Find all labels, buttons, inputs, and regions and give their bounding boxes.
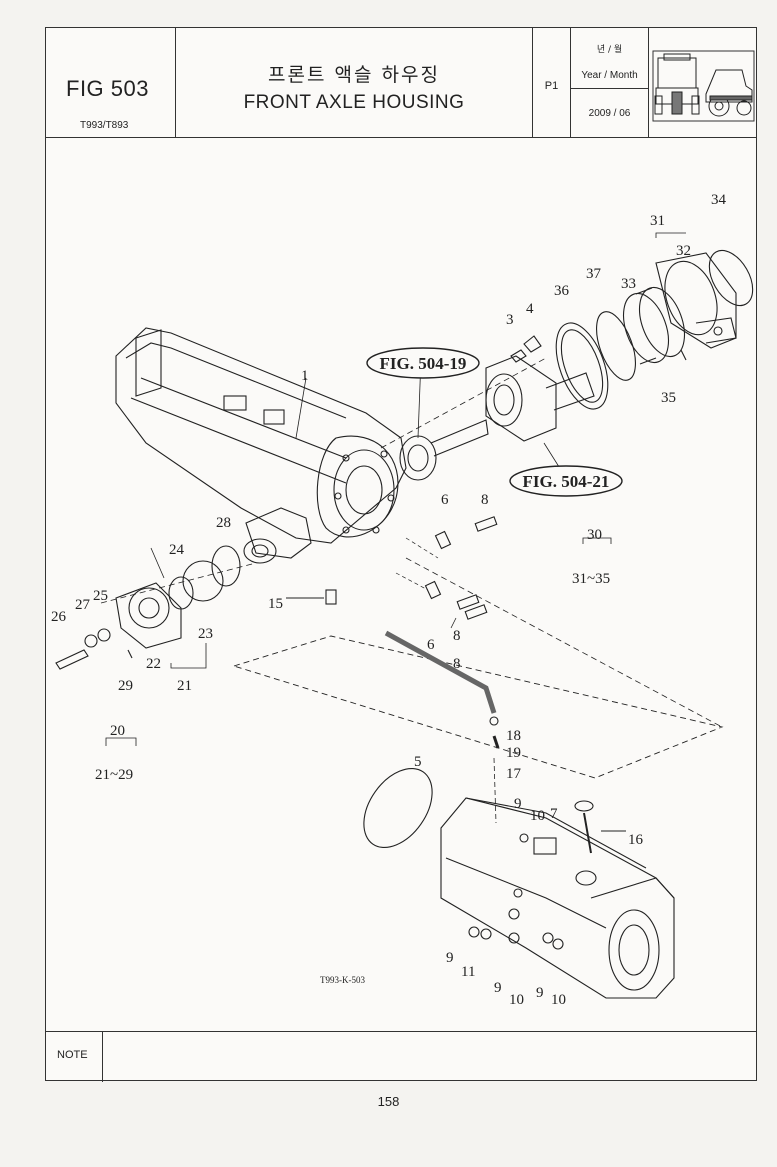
page-number: 158 [377,1094,400,1109]
part-label-29: 29 [118,678,133,694]
part-label-23: 23 [198,626,213,642]
part-label-3: 3 [506,312,514,328]
part-label-8b: 8 [453,628,461,644]
group-range-30: 31~35 [572,571,610,587]
o-ring-28 [211,545,241,587]
fig-ref-label: FIG. 504-19 [380,354,467,373]
part-label-21: 21 [177,678,192,694]
part-label-37: 37 [586,266,602,282]
part-label-6a: 6 [441,492,449,508]
page-frame: FIG 503 T993/T893 프론트 액슬 하우징 FRONT AXLE … [45,27,757,1082]
model-code: T993/T893 [80,120,129,131]
bearing-23 [182,560,224,602]
part-label-8a: 8 [481,492,489,508]
date-cell: 년 / 월 Year / Month 2009 / 06 [571,28,649,137]
part-label-9b: 9 [446,950,454,966]
part-label-9a: 9 [514,796,522,812]
note-section: NOTE [46,1031,756,1082]
group-label-30: 30 [587,527,602,543]
part-label-8c: 8 [453,656,461,672]
part-label-27: 27 [75,597,91,613]
part-label-6b: 6 [427,637,435,653]
breather-pipe-18 [384,630,497,714]
pinion-shaft-assembly [399,357,489,481]
year-month-label: Year / Month [581,70,638,81]
part-label-25: 25 [93,588,108,604]
figure-cell: FIG 503 T993/T893 [46,28,176,137]
part-label-4: 4 [526,301,534,317]
support-22 [115,582,182,649]
year-month-korean: 년 / 월 [596,45,623,55]
axle-housing-lower [440,797,675,999]
bolt-26 [55,649,89,670]
part-label-10c: 10 [551,992,566,1008]
part-label-17: 17 [506,766,522,782]
tractor-icon [652,50,755,122]
group-label-20: 20 [110,723,125,739]
part-label-11: 11 [461,964,475,980]
washer-25 [97,628,111,642]
title-korean: 프론트 액슬 하우징 [268,64,440,86]
clip-19 [489,716,499,726]
grease-nipple-29 [127,649,133,659]
drawing-code: T993-K-503 [320,975,365,985]
part-label-9d: 9 [536,985,544,1001]
part-label-34: 34 [711,192,727,208]
date-divider [571,88,648,89]
bolt-4 [523,335,542,353]
part-label-32: 32 [676,243,691,259]
o-ring-37 [596,311,636,381]
support-hub-32 [655,252,737,349]
figure-number: FIG 503 [66,76,149,101]
group-range-20: 21~29 [95,767,133,783]
part-label-10a: 10 [530,808,545,824]
o-ring-5 [363,767,433,849]
part-label-22: 22 [146,656,161,672]
exploded-parts-drawing: FIG. 504-19 FIG. 504-21 1 3 4 5 6 6 7 8 … [51,192,754,1008]
note-label: NOTE [57,1049,88,1061]
part-label-33: 33 [621,276,636,292]
part-label-16: 16 [628,832,644,848]
title-cell: 프론트 액슬 하우징 FRONT AXLE HOUSING [176,28,533,137]
part-label-19: 19 [506,745,521,761]
washer-27 [84,634,98,648]
axle-housing-upper [115,327,407,564]
part-label-5: 5 [414,754,422,770]
header: FIG 503 T993/T893 프론트 액슬 하우징 FRONT AXLE … [46,28,756,138]
page-code: P1 [544,80,559,92]
plug-15 [325,589,337,605]
part-label-24: 24 [169,542,185,558]
fig-ref-label: FIG. 504-21 [523,472,610,491]
part-label-26: 26 [51,609,67,625]
bearing-33 [622,286,686,365]
washer-3 [510,349,527,363]
fig-ref-504-21[interactable]: FIG. 504-21 [509,465,623,497]
title-english: FRONT AXLE HOUSING [243,92,465,113]
bearing-cage [485,355,597,484]
note-label-cell: NOTE [46,1032,103,1082]
fig-ref-504-19[interactable]: FIG. 504-19 [366,347,480,379]
part-label-9c: 9 [494,980,502,996]
part-label-36: 36 [554,283,570,299]
ring-24 [168,576,194,610]
part-label-1: 1 [301,368,309,384]
part-label-35: 35 [661,390,676,406]
part-label-18: 18 [506,728,521,744]
page-code-cell: P1 [533,28,571,137]
part-label-31: 31 [650,213,665,229]
tractor-cell [649,28,758,137]
part-label-10b: 10 [509,992,524,1008]
joint-17 [492,735,500,749]
date-value: 2009 / 06 [588,108,631,119]
part-labels: 1 3 4 5 6 6 7 8 8 8 9 9 9 9 10 10 10 11 … [51,192,727,1008]
grease-nipple-35 [680,349,687,361]
part-label-15: 15 [268,596,283,612]
dipstick-16 [583,812,592,854]
seal-34 [708,249,754,307]
part-label-7: 7 [550,806,558,822]
o-ring-36 [555,322,609,410]
part-label-28: 28 [216,515,231,531]
